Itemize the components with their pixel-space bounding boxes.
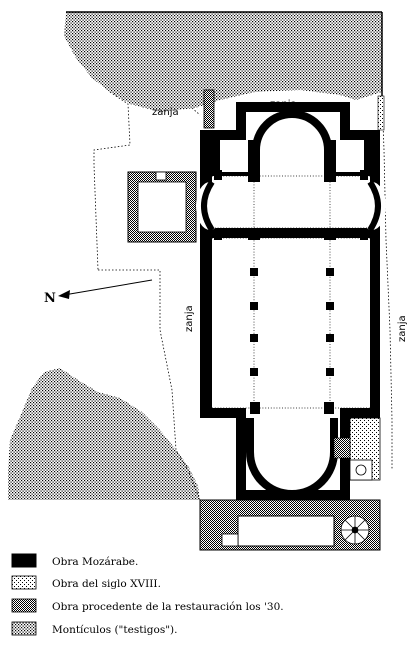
apse-outlines — [246, 110, 338, 498]
zanja-label-left-side: zanja — [184, 305, 195, 332]
legend-text-restauracion: Obra procedente de la restauración los '… — [52, 601, 284, 613]
side-room — [127, 171, 197, 243]
piers — [214, 170, 368, 414]
top-buttress — [203, 89, 215, 129]
legend-text-mozarabe: Obra Mozárabe. — [52, 556, 138, 568]
legend-text-xviii: Obra del siglo XVIII. — [52, 578, 161, 590]
right-top-wall — [377, 95, 385, 131]
legend-text-monticulos: Montículos ("testigos"). — [52, 624, 177, 636]
zanja-outline — [93, 91, 393, 501]
legend: Obra Mozárabe. Obra del siglo XVIII. Obr… — [11, 553, 284, 636]
zanja-label-top: zanja — [270, 99, 297, 110]
north-arrow: N — [44, 279, 153, 306]
north-label: N — [44, 291, 56, 306]
legend-swatch-restauracion — [11, 598, 37, 613]
legend-swatch-xviii — [11, 575, 37, 590]
church-interior — [196, 114, 386, 494]
zanja-label-right-side: zanja — [397, 315, 408, 342]
transept-lobes — [201, 180, 381, 232]
left-mound — [8, 368, 200, 500]
legend-swatch-monticulos — [11, 621, 37, 636]
spiral-stair-icon — [340, 515, 370, 545]
legend-swatch-mozarabe — [11, 553, 37, 568]
top-mound — [64, 11, 383, 112]
zanja-label-left-top: zanja — [152, 107, 179, 118]
